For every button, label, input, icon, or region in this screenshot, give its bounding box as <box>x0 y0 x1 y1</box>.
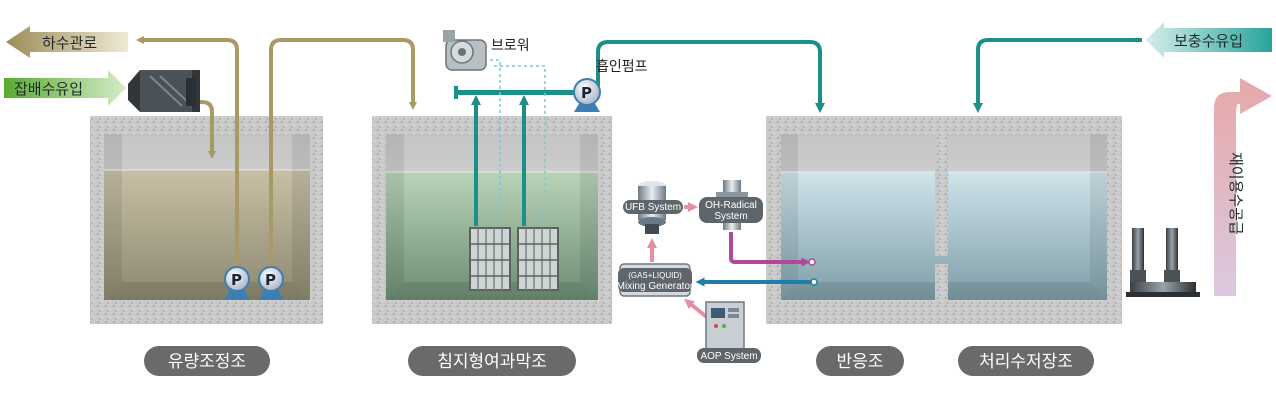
partition-wall-lower <box>935 264 948 300</box>
tank-label-treated-storage: 처리수저장조 <box>958 346 1094 376</box>
makeup-pipe <box>973 38 1142 113</box>
reaction-and-storage-tank <box>766 116 1122 324</box>
svg-text:AOP System: AOP System <box>700 351 757 362</box>
aop-system-label: AOP System <box>697 348 761 363</box>
svg-text:침지형여과막조: 침지형여과막조 <box>437 352 546 372</box>
pump-right-symbol: P <box>265 271 276 289</box>
svg-text:UFB System: UFB System <box>625 202 681 213</box>
oh-radical-system-label: OH-Radical System <box>699 197 763 223</box>
sewer-pipe-arrow: 하수관로 <box>6 26 128 58</box>
tank-label-submerged-membrane: 침지형여과막조 <box>408 346 576 376</box>
sewer-return-pipe <box>136 36 239 282</box>
sewer-pipe-label: 하수관로 <box>42 34 97 52</box>
partition-wall <box>935 126 948 256</box>
submerged-membrane-tank <box>372 116 612 324</box>
booster-pump-set-icon <box>1126 228 1200 297</box>
membrane-module-left <box>469 227 511 291</box>
mixing-generator-label: (GAS+LIQUID) Mixing Generator <box>617 268 694 292</box>
svg-text:(GAS+LIQUID): (GAS+LIQUID) <box>628 271 682 280</box>
injection-nozzle <box>808 258 816 266</box>
screen-outlet-pipe <box>195 100 216 159</box>
membrane-module-right <box>517 227 559 291</box>
blower-label: 브로워 <box>491 38 530 54</box>
svg-text:처리수저장조: 처리수저장조 <box>979 352 1073 372</box>
reuse-supply-label: 재이용수공급 <box>1227 152 1245 235</box>
aop-to-mixer-arrow <box>684 298 710 320</box>
suction-nozzle <box>810 278 818 286</box>
transfer-pump-right-icon: P <box>258 266 284 300</box>
svg-text:반응조: 반응조 <box>837 352 884 372</box>
suction-pump-icon: P <box>573 78 601 112</box>
screen-device-icon <box>128 70 200 112</box>
svg-text:System: System <box>714 211 747 222</box>
svg-text:Mixing Generator: Mixing Generator <box>617 281 694 292</box>
wastewater-inflow-label: 잡배수유입 <box>14 80 83 98</box>
svg-text:OH-Radical: OH-Radical <box>705 200 757 211</box>
tank-label-reaction: 반응조 <box>816 346 904 376</box>
suction-pump-symbol: P <box>581 84 592 102</box>
flow-equalization-tank <box>90 116 323 324</box>
transfer-pump-left-icon: P <box>224 266 250 300</box>
ufb-system-label: UFB System <box>623 200 683 214</box>
permeate-lines <box>471 95 529 226</box>
blower-icon <box>443 30 487 71</box>
makeup-inflow-arrow: 보충수유입 <box>1146 22 1272 58</box>
oh-radical-injection-line <box>729 232 811 267</box>
header-pipe <box>454 86 586 99</box>
svg-text:유량조정조: 유량조정조 <box>168 352 246 372</box>
suction-pipe <box>596 40 825 113</box>
aop-system-icon <box>705 301 745 353</box>
makeup-inflow-label: 보충수유입 <box>1174 32 1243 50</box>
air-lines <box>490 59 546 226</box>
tank-label-flow-equalization: 유량조정조 <box>144 346 270 376</box>
reuse-supply-arrow <box>1190 78 1272 296</box>
wastewater-inflow-arrow: 잡배수유입 <box>4 70 126 106</box>
suction-pump-label: 흡인펌프 <box>596 59 648 75</box>
transfer-pipe <box>269 38 417 282</box>
pump-left-symbol: P <box>231 271 242 289</box>
